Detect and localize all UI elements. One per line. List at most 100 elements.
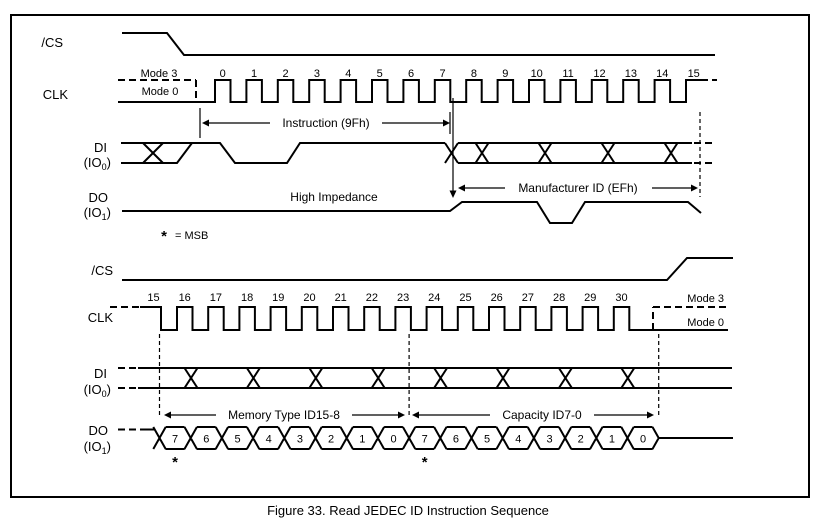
bus-crossing-x xyxy=(620,367,636,389)
msb-star-icon: * xyxy=(172,454,178,471)
do-bit-value: 5 xyxy=(484,434,490,446)
bus-crossing-x xyxy=(495,367,511,389)
arrow-right-icon xyxy=(647,411,654,419)
cs-waveform xyxy=(122,32,715,56)
bus-crossing-x xyxy=(308,367,324,389)
clock-number: 27 xyxy=(522,292,534,304)
clock-number: 30 xyxy=(615,292,627,304)
di-dashed-continuation xyxy=(694,142,716,164)
cs-signal-label: /CS xyxy=(91,263,113,278)
top-di-crossings xyxy=(474,142,679,164)
bus-crossing-x xyxy=(246,367,261,389)
bus-crossing-x xyxy=(370,367,386,389)
bus-crossing-x xyxy=(537,142,553,164)
top-clk-wave xyxy=(118,79,701,103)
clock-number: 15 xyxy=(688,68,700,80)
clk-mode3-dashed-line xyxy=(118,79,197,102)
do-signal-label: DO xyxy=(89,423,109,438)
figure-border xyxy=(10,14,810,498)
bus-crossing-x xyxy=(663,142,679,164)
msb-star-icon: * xyxy=(422,454,428,471)
clock-number: 1 xyxy=(251,68,257,80)
do-bit-value: 1 xyxy=(609,434,615,446)
do-bit-value: 7 xyxy=(172,434,178,446)
do-bit-value: 0 xyxy=(640,434,646,446)
do-io1-label: (IO1) xyxy=(84,439,111,456)
clock-number: 12 xyxy=(593,68,605,80)
bus-crossing-x xyxy=(474,142,490,164)
figure-caption: Figure 33. Read JEDEC ID Instruction Seq… xyxy=(267,503,549,518)
clock-number: 2 xyxy=(282,68,288,80)
do-bit-value: 5 xyxy=(234,434,240,446)
clock-number: 19 xyxy=(272,292,284,304)
clock-number: 28 xyxy=(553,292,565,304)
memory-type-label: Memory Type ID15-8 xyxy=(228,408,340,422)
msb-note: = MSB xyxy=(175,230,208,242)
bottom-di-crossings xyxy=(183,367,636,389)
msb-star-icon: * xyxy=(161,228,167,245)
clock-number: 0 xyxy=(220,68,226,80)
mode3-label: Mode 3 xyxy=(141,68,178,80)
do-bit-value: 2 xyxy=(328,434,334,446)
mode3-label: Mode 3 xyxy=(687,293,724,305)
clock-number: 29 xyxy=(584,292,596,304)
clock-number: 9 xyxy=(502,68,508,80)
do-bit-value: 7 xyxy=(422,434,428,446)
do-bit-value: 0 xyxy=(390,434,396,446)
bus-crossing-x xyxy=(433,367,448,389)
do-bit-value: 1 xyxy=(359,434,365,446)
clock-number: 5 xyxy=(377,68,383,80)
do-bit-value: 2 xyxy=(578,434,584,446)
clock-number: 11 xyxy=(562,68,573,80)
mode0-label: Mode 0 xyxy=(142,86,179,98)
clock-number: 18 xyxy=(241,292,253,304)
arrow-right-icon xyxy=(398,411,405,419)
clock-number: 10 xyxy=(531,68,543,80)
clock-number: 21 xyxy=(335,292,347,304)
clock-number: 20 xyxy=(303,292,315,304)
do-bit-value: 4 xyxy=(266,434,272,446)
high-impedance-label: High Impedance xyxy=(290,190,378,204)
do-bit-value: 4 xyxy=(515,434,521,446)
capacity-label: Capacity ID7-0 xyxy=(502,408,582,422)
di-dashed-lead xyxy=(118,367,138,389)
manufacturer-id-label: Manufacturer ID (EFh) xyxy=(518,181,637,195)
di-signal-label: DI xyxy=(94,140,107,155)
clk-signal-label: CLK xyxy=(43,87,69,102)
clock-number: 22 xyxy=(366,292,378,304)
arrow-left-icon xyxy=(458,184,465,192)
arrow-left-icon xyxy=(412,411,419,419)
bus-crossing-x xyxy=(600,142,616,164)
bottom-clk-wave xyxy=(140,306,728,331)
clk-signal-label: CLK xyxy=(88,310,114,325)
mode0-label: Mode 0 xyxy=(687,317,724,329)
do-signal-label: DO xyxy=(89,190,109,205)
clock-number: 25 xyxy=(459,292,471,304)
clock-number: 17 xyxy=(210,292,222,304)
field-boundary-dashed-lines xyxy=(158,334,660,418)
do-bit-value: 3 xyxy=(297,434,303,446)
clock-number: 4 xyxy=(345,68,351,80)
do-waveform xyxy=(122,201,702,224)
arrow-right-icon xyxy=(443,119,450,127)
clock-number: 8 xyxy=(471,68,477,80)
clock-number: 16 xyxy=(179,292,191,304)
arrow-right-icon xyxy=(691,184,698,192)
clock-number: 14 xyxy=(656,68,668,80)
do-io1-label: (IO1) xyxy=(84,205,111,222)
clock-number: 24 xyxy=(428,292,440,304)
clock-number: 23 xyxy=(397,292,409,304)
cs-waveform xyxy=(122,257,733,281)
do-bit-value: 3 xyxy=(546,434,552,446)
clock-number: 6 xyxy=(408,68,414,80)
clk-mode3-dashed-line xyxy=(652,306,730,330)
bottom-do-hexagons xyxy=(152,426,733,450)
clock-number: 26 xyxy=(491,292,503,304)
bus-crossing-x xyxy=(183,367,199,389)
